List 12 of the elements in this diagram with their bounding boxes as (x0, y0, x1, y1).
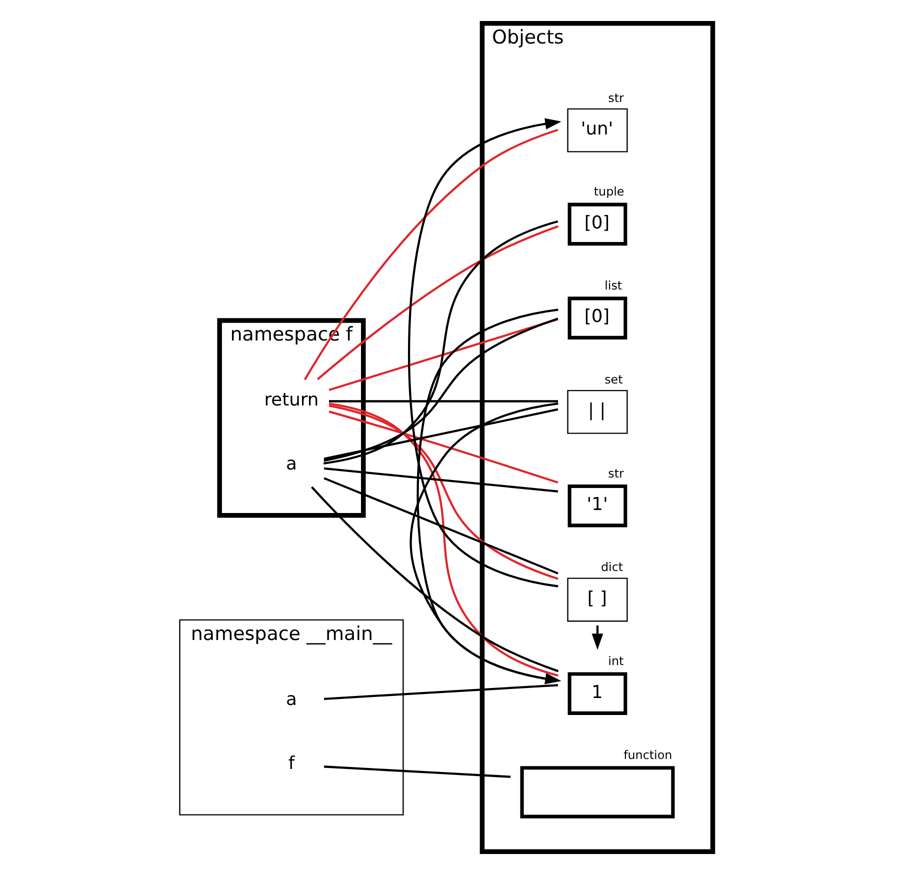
node-label: set (604, 372, 622, 386)
node-text: a (286, 453, 296, 474)
node-label: function (623, 747, 672, 762)
node-label: str (608, 90, 624, 104)
node-label: dict (600, 560, 623, 574)
node-label: str (608, 466, 624, 480)
node-label: list (604, 278, 622, 292)
node-label: tuple (593, 184, 624, 198)
node-text: a (286, 688, 296, 710)
node-text: return (264, 388, 318, 410)
node-label: int (608, 654, 624, 668)
node-text: f (288, 752, 294, 774)
